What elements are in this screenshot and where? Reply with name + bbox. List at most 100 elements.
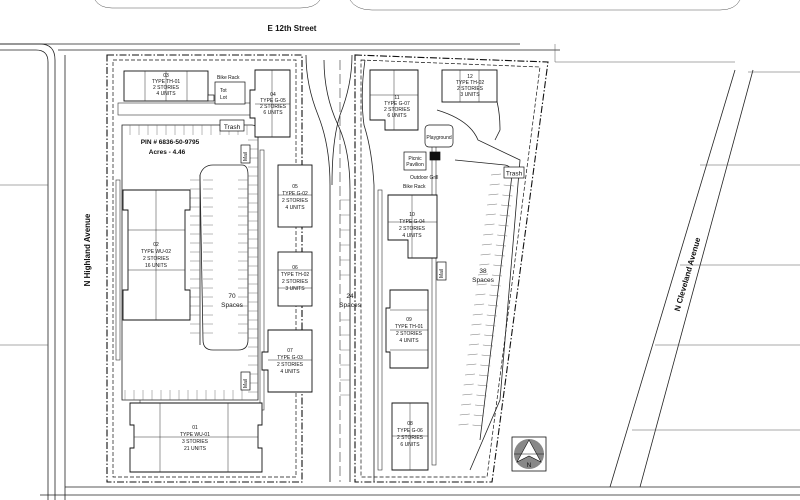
parking-stall-line [489, 294, 500, 297]
picnic-pavilion-label-2: Pavilion [406, 162, 424, 168]
parking-stall-line [484, 223, 495, 226]
mail-label-3: Mail [439, 269, 445, 278]
building-type: TYPE TH-02 [281, 272, 309, 278]
building-number: 03 [163, 73, 169, 79]
central-drive [305, 54, 375, 482]
parking-count-east: 38 [479, 268, 487, 275]
labels: PIN # 6836-50-9795 Acres - 4.46 70 Space… [141, 139, 495, 309]
parcel-acres: Acres - 4.46 [149, 149, 186, 156]
parking-stall-line [476, 394, 487, 397]
building-units: 6 UNITS [263, 110, 283, 116]
building-stories: 2 STORIES [277, 362, 304, 368]
building-units: 21 UNITS [184, 446, 207, 452]
building-number: 05 [292, 184, 298, 190]
building-07[interactable]: 07 TYPE G-03 2 STORIES 4 UNITS [261, 329, 313, 393]
parking-stall-line [472, 424, 483, 427]
building-units: 4 UNITS [399, 338, 419, 344]
building-units: 3 UNITS [285, 286, 305, 292]
tot-lot-label-2: Lot [220, 95, 228, 101]
parking-count-west: 70 [228, 293, 236, 300]
building-number: 06 [292, 265, 298, 271]
building-05[interactable]: 05 TYPE G-02 2 STORIES 4 UNITS [277, 164, 313, 228]
property-boundary [106, 54, 549, 483]
building-09[interactable]: 09 TYPE TH-01 2 STORIES 4 UNITS [385, 289, 429, 369]
building-type: TYPE G-06 [397, 428, 423, 434]
building-number: 07 [287, 348, 293, 354]
parking-stall-line [490, 284, 501, 287]
parking-stall-line [481, 354, 492, 357]
building-units: 6 UNITS [400, 442, 420, 448]
outdoor-grill-label: Outdoor Grill [410, 175, 438, 181]
parking-stall-line [477, 273, 489, 276]
building-stories: 2 STORIES [399, 226, 426, 232]
building-number: 01 [192, 425, 198, 431]
building-stories: 2 STORIES [457, 86, 484, 92]
parking-stall-line [470, 333, 481, 336]
parking-count-center: 24 [346, 293, 354, 300]
building-11[interactable]: 11 TYPE G-07 2 STORIES 6 UNITS [369, 69, 419, 131]
amenities: Bike Rack Tot Lot Trash Mail Mail Mail P… [207, 75, 525, 391]
north-letter: N [527, 462, 532, 469]
building-number: 10 [409, 212, 415, 218]
building-03[interactable]: 03 TYPE TH-01 2 STORIES 4 UNITS [123, 70, 209, 102]
building-number: 12 [467, 74, 473, 80]
building-08[interactable]: 08 TYPE G-06 2 STORIES 6 UNITS [391, 402, 429, 471]
parking-stall-line [497, 234, 508, 237]
walkways [115, 102, 437, 471]
building-units: 3 UNITS [460, 92, 480, 98]
parking-stall-line [463, 383, 474, 386]
parking-stall-line [462, 393, 473, 396]
parking-stall-line [467, 353, 478, 356]
parking-stall-line [464, 373, 476, 376]
parking-stall-line [499, 214, 510, 217]
building-type: TYPE G-07 [384, 101, 410, 107]
building-stories: 2 STORIES [384, 107, 411, 113]
street-west: N Highland Avenue [83, 213, 92, 286]
parking-stall-line [483, 233, 494, 236]
building-06[interactable]: 06 TYPE TH-02 2 STORIES 3 UNITS [277, 251, 313, 307]
tot-lot-label: Tot [220, 88, 227, 94]
building-stories: 3 STORIES [182, 439, 209, 445]
parking-stall-line [485, 324, 496, 327]
bike-rack-label: Bike Rack [217, 75, 240, 81]
parking-stall-line [473, 414, 484, 417]
building-type: TYPE G-04 [399, 219, 425, 225]
building-12[interactable]: 12 TYPE TH-02 2 STORIES 3 UNITS [441, 69, 498, 103]
building-units: 4 UNITS [402, 233, 422, 239]
parking-stall-line [479, 263, 490, 266]
parking-stall-line [466, 363, 477, 366]
parking-stall-line [474, 303, 485, 306]
building-02[interactable]: 02 TYPE WU-02 2 STORIES 16 UNITS [122, 189, 191, 321]
parking-word-east: Spaces [472, 277, 494, 284]
parking-stall-line [493, 264, 504, 267]
building-01[interactable]: 01 TYPE WU-01 3 STORIES 21 UNITS [129, 402, 263, 473]
building-stories: 2 STORIES [396, 331, 423, 337]
picnic-pavilion-label: Picnic [408, 156, 422, 162]
parcel-pin: PIN # 6836-50-9795 [141, 139, 200, 146]
building-stories: 2 STORIES [153, 85, 180, 91]
parking-stall-line [475, 293, 486, 296]
building-04[interactable]: 04 TYPE G-05 2 STORIES 6 UNITS [249, 69, 291, 138]
parking-stall-line [461, 403, 472, 406]
parking-stall-line [471, 323, 482, 326]
parking-stall-line [480, 364, 491, 367]
building-type: TYPE TH-01 [152, 79, 180, 85]
parking-stall-line [494, 254, 505, 257]
stall-lines-east [458, 173, 516, 427]
parking-stall-line [503, 184, 514, 187]
parking-stall-line [488, 193, 499, 196]
parking-stall-line [476, 283, 487, 286]
parking-stall-line [486, 314, 497, 317]
mail-label: Mail [243, 152, 249, 161]
parking-stall-line [481, 243, 492, 246]
building-type: TYPE G-02 [282, 191, 308, 197]
parking-stall-line [472, 313, 483, 316]
north-arrow-icon [516, 439, 542, 463]
parking-stall-line [484, 334, 495, 337]
parking-stall-line [468, 343, 479, 346]
parking-word-center: Spaces [339, 302, 361, 309]
parking-stall-line [458, 423, 469, 426]
building-10[interactable]: 10 TYPE G-04 2 STORIES 4 UNITS [387, 194, 438, 259]
